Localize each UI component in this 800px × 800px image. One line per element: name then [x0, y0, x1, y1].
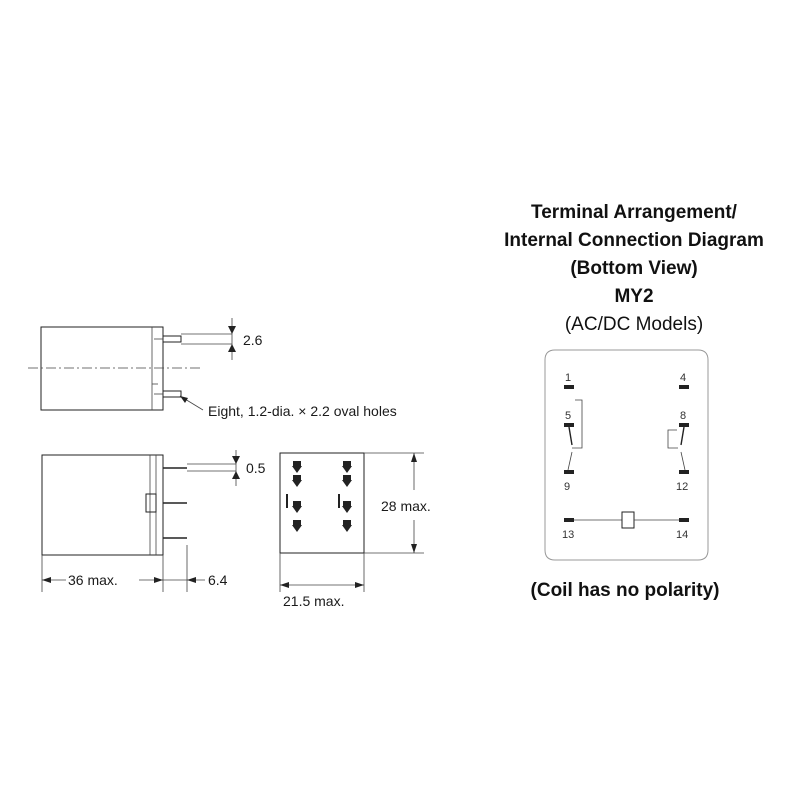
terminal-1: [564, 385, 574, 389]
side-view: 0.5 36 max. 6.4: [41, 450, 266, 592]
side-view-latch: [145, 493, 157, 513]
terminal-8: [679, 423, 689, 427]
terminal-label-13: 13: [562, 529, 574, 541]
terminal-12: [679, 470, 689, 474]
terminal-label-12: 12: [676, 481, 688, 493]
terminal-label-5: 5: [565, 410, 571, 422]
coil-symbol: [621, 511, 635, 529]
model-subtitle: (AC/DC Models): [565, 314, 703, 335]
length-label: 36 max.: [68, 572, 118, 588]
terminal-14: [679, 518, 689, 522]
pin-offset-label: 2.6: [243, 332, 263, 348]
terminal-13: [564, 518, 574, 522]
terminal-arrangement: Terminal Arrangement/ Internal Connectio…: [504, 202, 764, 601]
terminal-5: [564, 423, 574, 427]
coil-polarity-note: (Coil has no polarity): [531, 580, 720, 601]
diagram-title-line-3: (Bottom View): [570, 258, 697, 279]
terminal-4: [679, 385, 689, 389]
terminal-label-4: 4: [680, 372, 686, 384]
top-view-upper-pin: [162, 335, 182, 343]
height-label: 28 max.: [381, 498, 431, 514]
diagram-title-line-2: Internal Connection Diagram: [504, 230, 764, 251]
relay-base-outline: [544, 349, 709, 561]
holes-note-label: Eight, 1.2-dia. × 2.2 oval holes: [208, 403, 397, 419]
width-label: 21.5 max.: [283, 593, 344, 609]
terminal-label-14: 14: [676, 529, 688, 541]
top-view-lower-pin: [162, 390, 182, 398]
side-view-body: [41, 454, 164, 556]
terminal-label-8: 8: [680, 410, 686, 422]
pin-thickness-label: 0.5: [246, 460, 266, 476]
diagram-title-line-1: Terminal Arrangement/: [531, 202, 738, 223]
top-view-body: [40, 326, 164, 411]
terminal-label-9: 9: [564, 481, 570, 493]
left-pole: 1 5 9: [564, 372, 583, 493]
coil: 13 14: [562, 511, 689, 541]
front-view-terminals: [286, 461, 352, 532]
left-contact-arm: [568, 426, 573, 446]
right-pole: 4 8 12: [667, 372, 689, 493]
model-name: MY2: [614, 286, 653, 307]
right-contact-arm: [680, 426, 685, 446]
pin-length-label: 6.4: [208, 572, 228, 588]
front-view-body: [279, 452, 365, 554]
terminal-9: [564, 470, 574, 474]
top-view: 2.6 Eight, 1.2-dia. × 2.2 oval holes: [28, 318, 397, 419]
terminal-label-1: 1: [565, 372, 571, 384]
front-view: 28 max. 21.5 max.: [279, 452, 431, 609]
